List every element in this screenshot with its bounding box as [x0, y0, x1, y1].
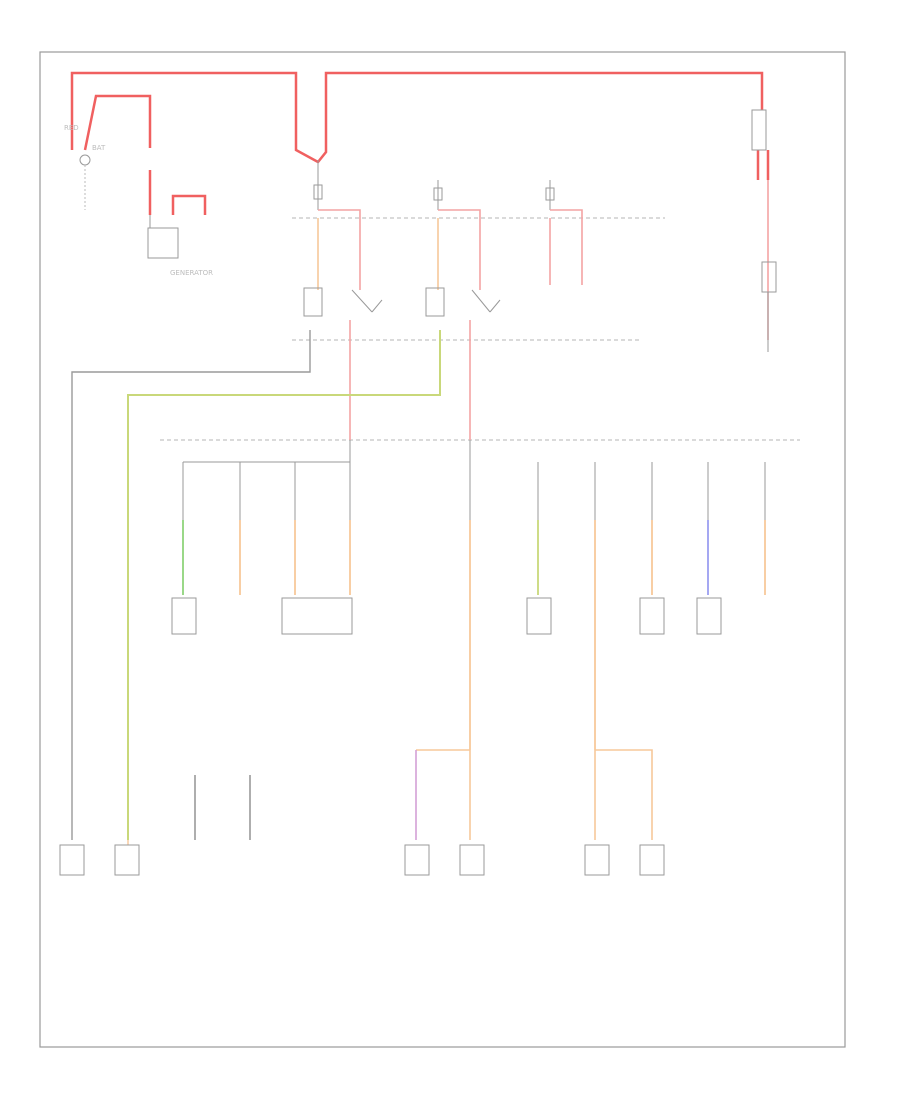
relay-feed-wires: [317, 209, 583, 290]
lower-branches: [194, 749, 653, 840]
load-wires: [182, 520, 766, 750]
alternator-generator: GENERATOR: [147, 215, 213, 277]
battery-symbol: BAT RED: [64, 124, 106, 210]
lamp-loads: [171, 597, 722, 635]
branch-bus: [182, 440, 766, 520]
right-fuse-wires: [756, 150, 770, 180]
alternator-feed-wire: [83, 94, 152, 151]
top-fuse-column: [313, 160, 555, 210]
relay-center: [425, 287, 501, 440]
svg-text:RED: RED: [64, 124, 79, 132]
battery-main-feed-wire: [70, 71, 764, 164]
relay-left: [303, 287, 383, 440]
battery-feed-wires: [70, 71, 770, 215]
alternator-loop-wire: [171, 194, 207, 215]
page-border: [39, 51, 846, 1048]
fusible-link: [751, 109, 777, 352]
svg-text:GENERATOR: GENERATOR: [170, 269, 213, 277]
left-feed-wires: [71, 330, 441, 845]
svg-text:BAT: BAT: [92, 144, 106, 152]
bottom-loads: [59, 844, 665, 876]
